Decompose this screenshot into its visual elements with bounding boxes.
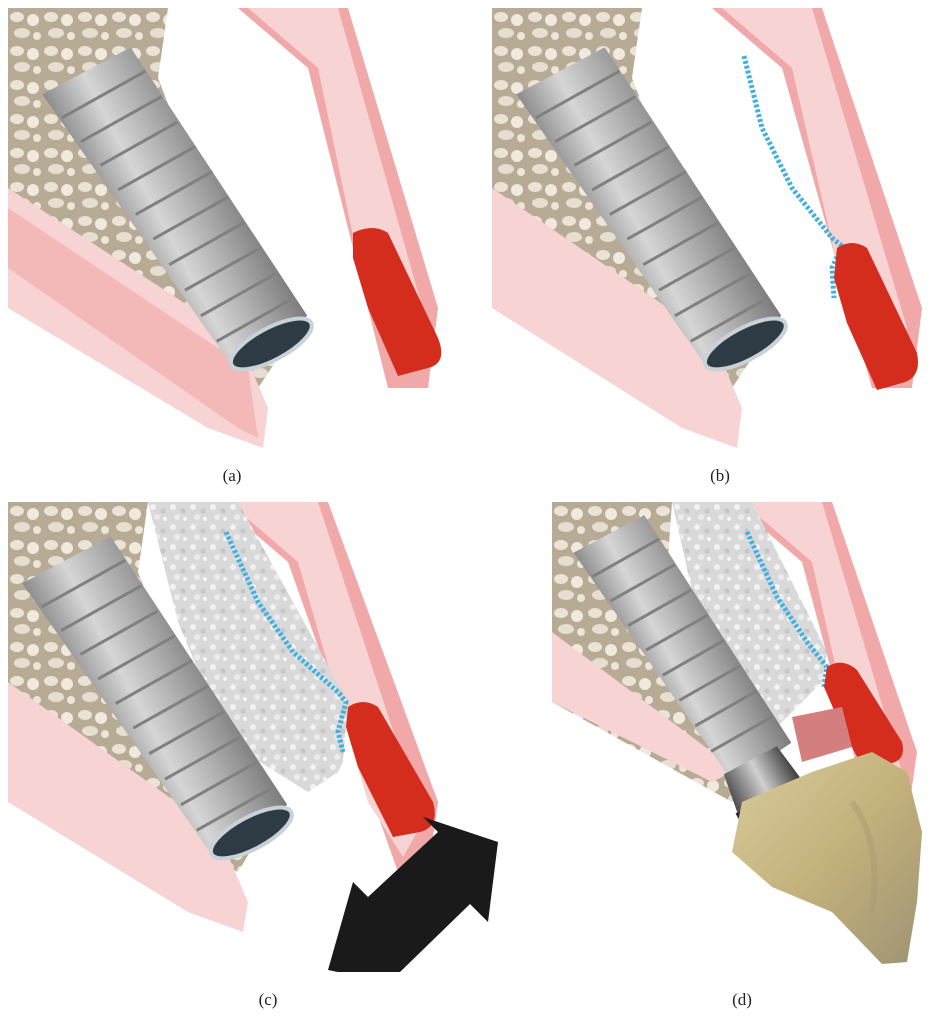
caption-b: (b) xyxy=(690,466,750,486)
caption-c: (c) xyxy=(238,990,298,1010)
panel-c xyxy=(8,502,498,972)
panel-b xyxy=(492,8,924,453)
emergence-tissue xyxy=(792,707,852,762)
panel-d xyxy=(552,502,927,972)
caption-d: (d) xyxy=(712,990,772,1010)
panel-a xyxy=(8,8,453,453)
caption-a: (a) xyxy=(202,466,262,486)
